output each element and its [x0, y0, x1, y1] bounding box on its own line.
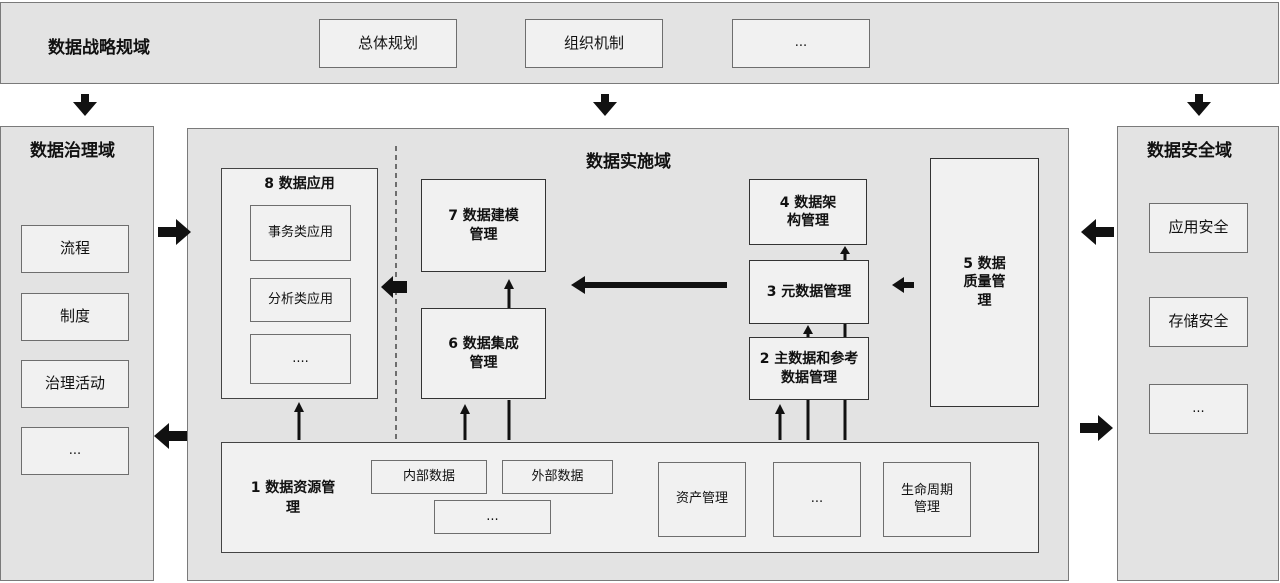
security-domain: [1117, 126, 1279, 581]
down-arrow-implementation: [593, 94, 617, 116]
resource-external-data: 外部数据: [502, 460, 613, 494]
arrow-governance-to-implementation: [158, 219, 191, 245]
data-architecture-module: 4 数据架构管理: [749, 179, 867, 245]
arrow-implementation-to-governance: [154, 423, 187, 449]
security-item-more: ...: [1149, 384, 1248, 434]
governance-domain-title: 数据治理域: [30, 141, 115, 161]
arrow-integration-to-application: [381, 276, 407, 298]
arrow-metadata-to-modeling: [571, 276, 727, 294]
down-arrow-governance: [73, 94, 97, 116]
strategy-item-overall-plan: 总体规划: [319, 19, 457, 68]
security-item-storage: 存储安全: [1149, 297, 1248, 347]
resource-more: ...: [434, 500, 551, 534]
implementation-domain-title: 数据实施域: [586, 152, 671, 172]
strategy-item-org-mechanism: 组织机制: [525, 19, 663, 68]
strategy-item-more: ...: [732, 19, 870, 68]
governance-item-policy: 制度: [21, 293, 129, 341]
data-quality-module: 5 数据质量管理: [930, 158, 1039, 407]
resource-lifecycle-management: 生命周期管理: [883, 462, 971, 537]
security-domain-title: 数据安全域: [1147, 141, 1232, 161]
arrow-quality-to-metadata: [892, 277, 914, 293]
governance-domain: [0, 126, 154, 581]
data-resources-title: 1 数据资源管理: [250, 480, 336, 516]
master-data-module: 2 主数据和参考数据管理: [749, 337, 869, 400]
resource-ellipsis: ...: [773, 462, 861, 537]
security-item-application: 应用安全: [1149, 203, 1248, 253]
app-item-transactional: 事务类应用: [250, 205, 351, 261]
metadata-module: 3 元数据管理: [749, 260, 869, 324]
resource-internal-data: 内部数据: [371, 460, 487, 494]
data-integration-module: 6 数据集成管理: [421, 308, 546, 399]
data-modeling-module: 7 数据建模管理: [421, 179, 546, 272]
resource-asset-management: 资产管理: [658, 462, 746, 537]
data-application-title: 8 数据应用: [264, 176, 335, 192]
down-arrow-security: [1187, 94, 1211, 116]
governance-item-activities: 治理活动: [21, 360, 129, 408]
governance-item-more: ...: [21, 427, 129, 475]
arrow-implementation-to-security: [1080, 415, 1113, 441]
governance-item-process: 流程: [21, 225, 129, 273]
strategy-domain-title: 数据战略规域: [48, 38, 150, 58]
app-item-analytical: 分析类应用: [250, 278, 351, 322]
arrow-security-to-implementation: [1081, 219, 1114, 245]
app-item-more: ....: [250, 334, 351, 384]
